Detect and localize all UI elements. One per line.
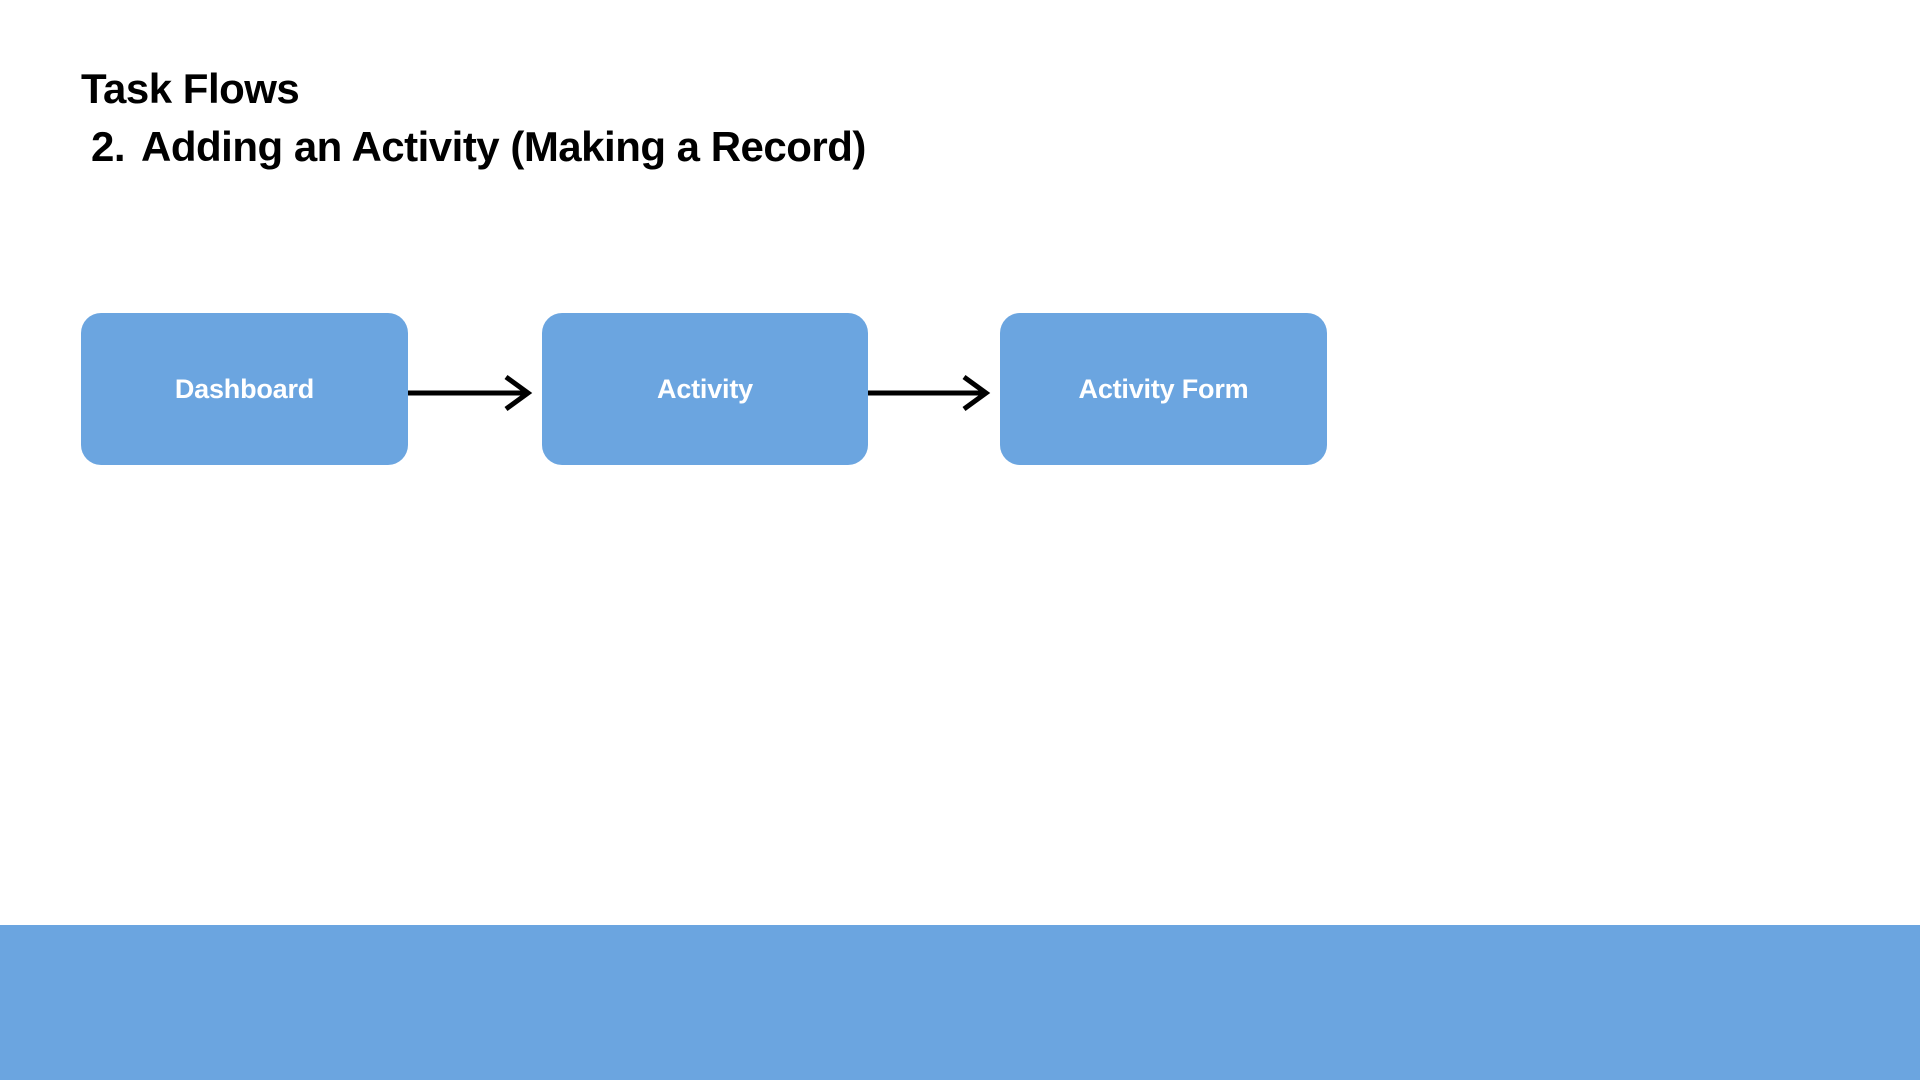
subtitle-number: 2. [91,123,126,171]
slide-subtitle-row: 2. Adding an Activity (Making a Record) [81,123,1481,171]
slide-subtitle: Adding an Activity (Making a Record) [141,123,866,171]
arrow-right-glyph [408,374,533,412]
flow-node-activity-form[interactable]: Activity Form [1000,313,1327,465]
flow-node-label: Activity Form [1078,373,1249,404]
slide-heading-block: Task Flows 2. Adding an Activity (Making… [81,65,1481,171]
bottom-accent-band [0,925,1920,1080]
arrow-right-icon [408,372,542,414]
flow-node-activity[interactable]: Activity [542,313,868,465]
flow-node-label: Dashboard [174,373,315,404]
arrow-right-icon [868,372,1000,414]
flow-node-label: Activity [657,373,753,404]
flow-node-dashboard[interactable]: Dashboard [81,313,408,465]
arrow-right-glyph [868,374,991,412]
page-title: Task Flows [81,65,300,112]
